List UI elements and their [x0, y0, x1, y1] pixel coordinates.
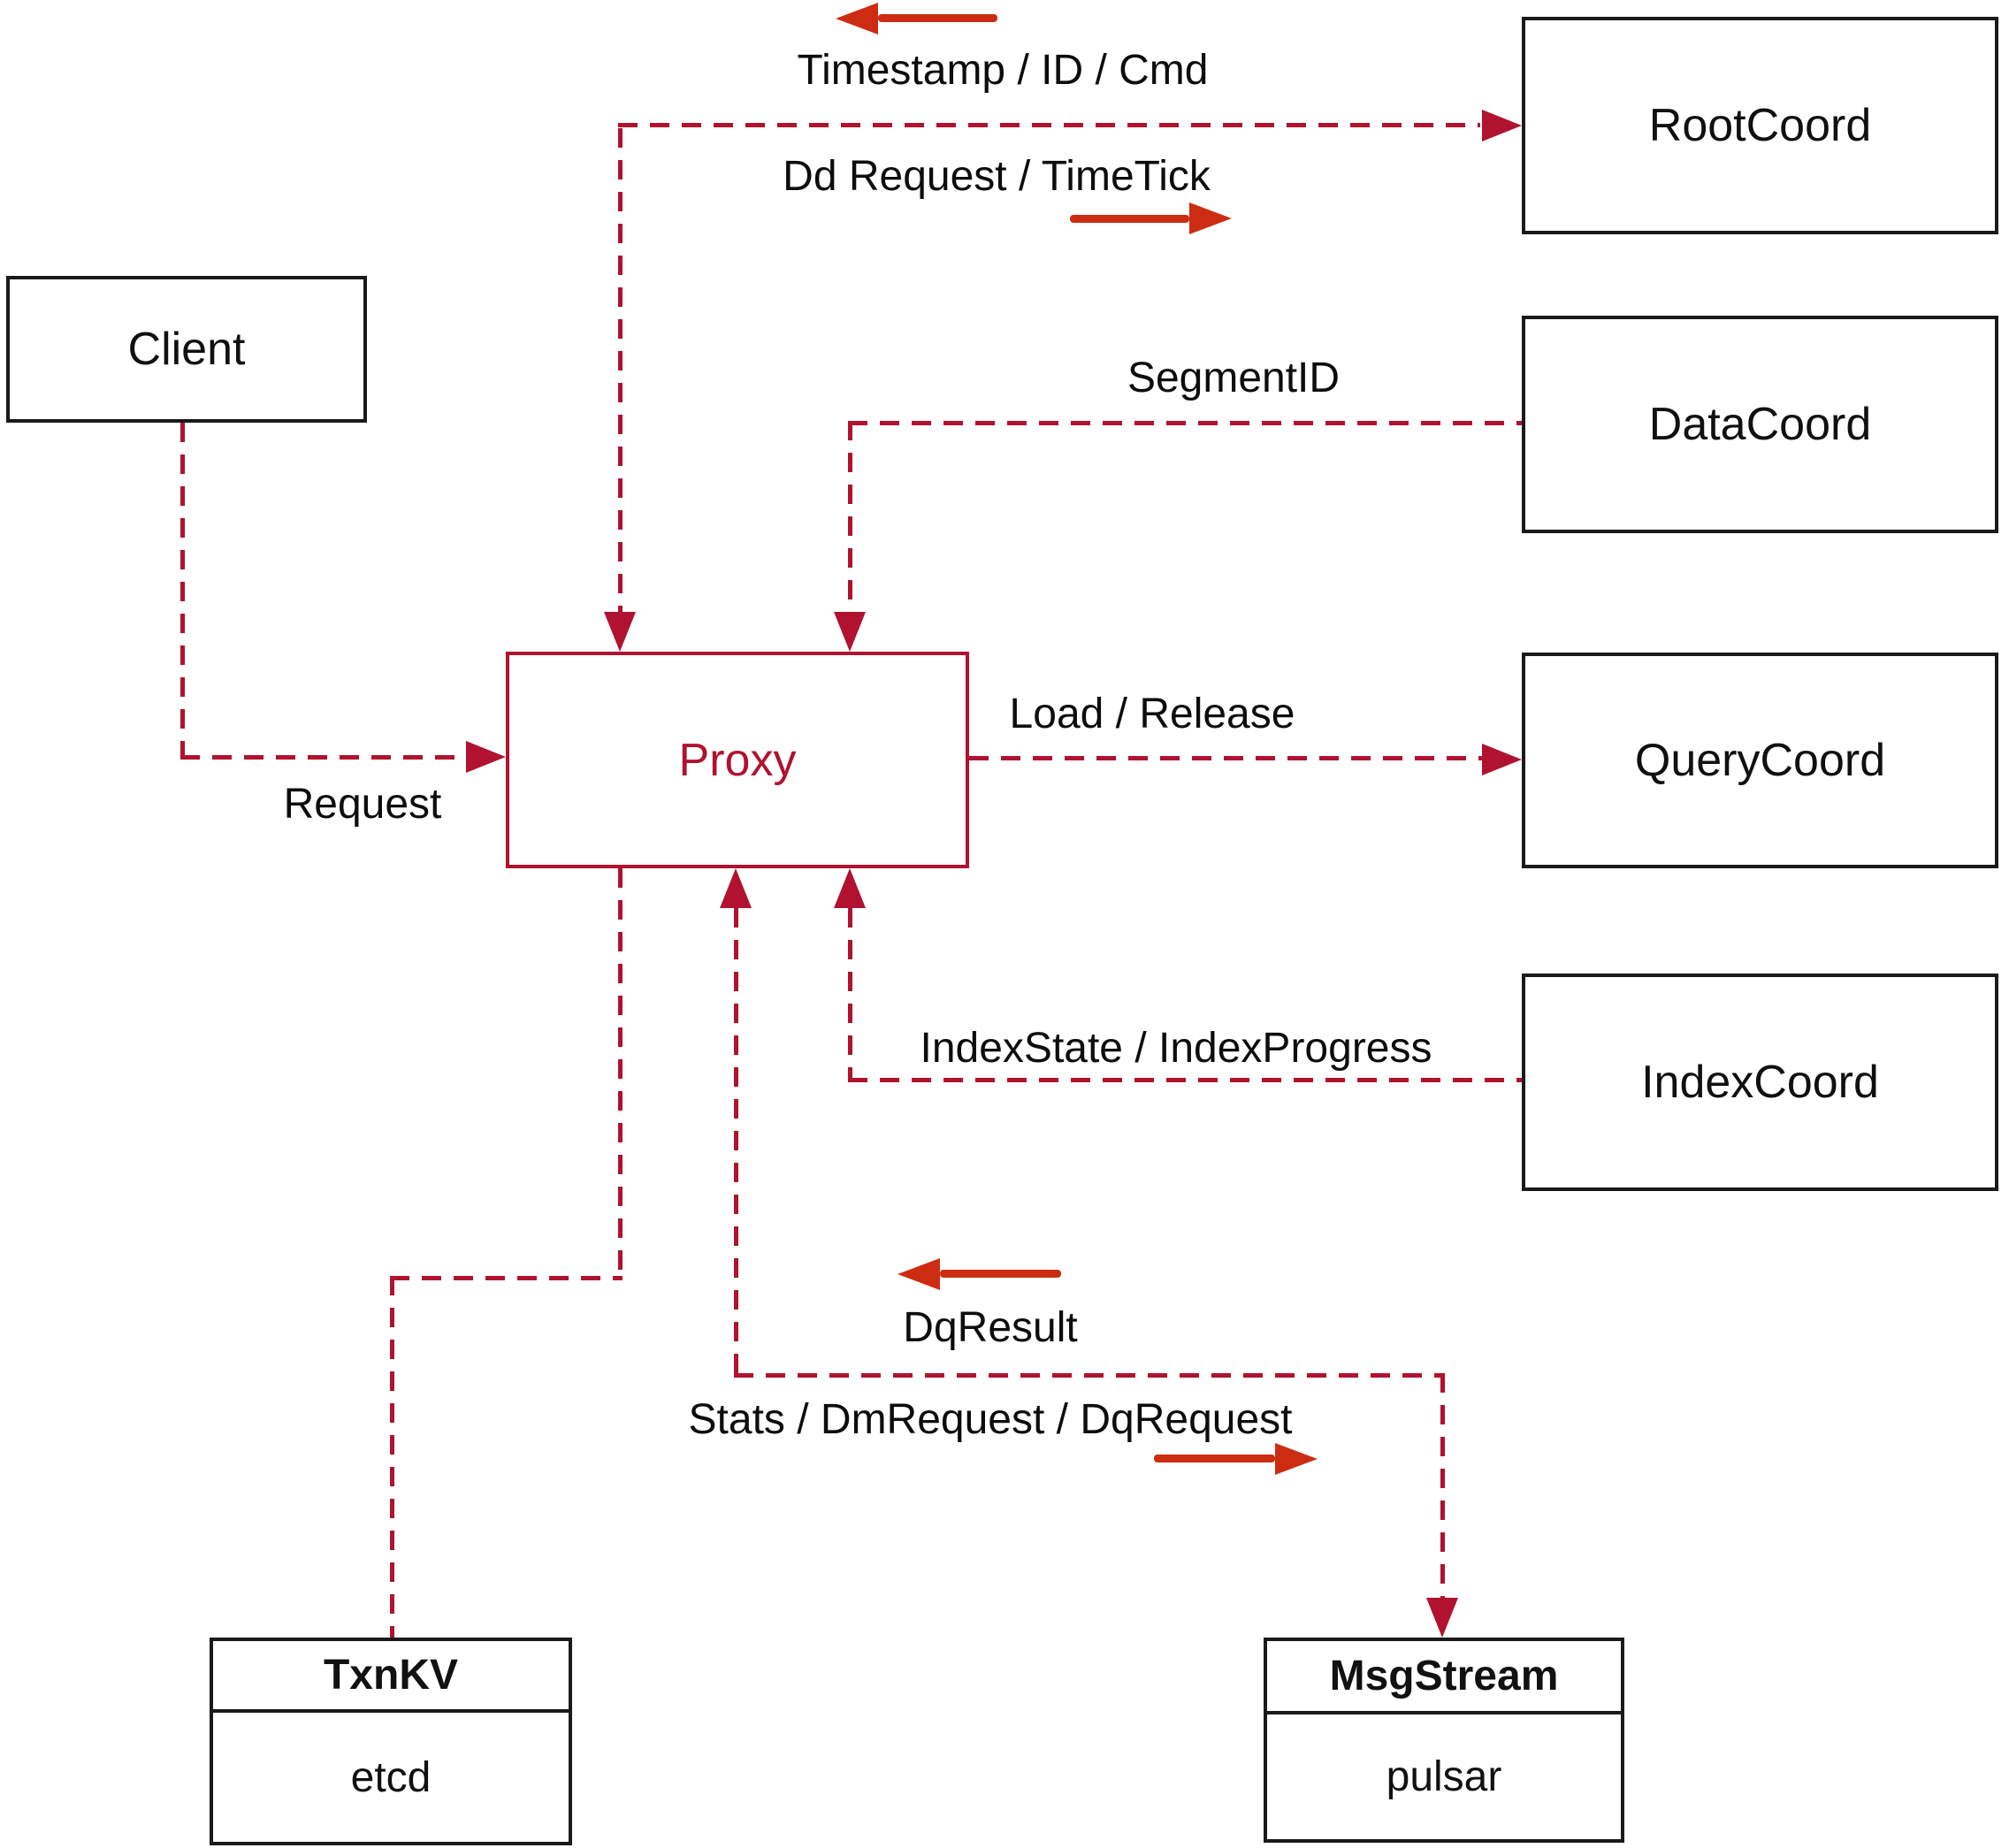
msgstream-subtitle: pulsar — [1386, 1753, 1502, 1800]
edge-proxy-txnkv-horizontal — [390, 1276, 623, 1280]
msgstream-title: MsgStream — [1267, 1641, 1621, 1714]
client-node: Client — [6, 276, 367, 423]
arrowhead-into-proxy-bottom-right-icon — [834, 868, 866, 908]
edge-label-dq-result: DqResult — [903, 1304, 1078, 1351]
arrowhead-into-proxy-top-left-icon — [604, 612, 636, 652]
direction-arrow-right-ddrequest-icon — [1189, 202, 1232, 234]
edge-label-index-state: IndexState / IndexProgress — [920, 1025, 1432, 1072]
direction-arrow-left-timestamp-icon — [836, 3, 878, 34]
arrowhead-into-rootcoord-icon — [1482, 110, 1522, 141]
rootcoord-node: RootCoord — [1522, 17, 1998, 234]
direction-arrow-right-ddrequest-bar — [1070, 215, 1189, 223]
direction-arrow-right-stats-bar — [1154, 1455, 1275, 1462]
edge-proxy-rootcoord-vertical — [618, 128, 623, 619]
edge-indexcoord-proxy-horizontal — [848, 1078, 1522, 1082]
edge-proxy-msgstream-horizontal — [734, 1373, 1444, 1378]
arrowhead-into-msgstream-icon — [1426, 1598, 1458, 1638]
querycoord-node: QueryCoord — [1522, 653, 1998, 868]
edge-label-stats: Stats / DmRequest / DqRequest — [688, 1396, 1293, 1443]
edge-datacoord-proxy-vertical — [848, 421, 852, 612]
edge-client-proxy-vertical — [180, 423, 185, 755]
querycoord-label: QueryCoord — [1634, 735, 1886, 786]
msgstream-node: MsgStream pulsar — [1264, 1638, 1624, 1843]
indexcoord-label: IndexCoord — [1641, 1057, 1879, 1108]
edge-proxy-querycoord — [969, 756, 1482, 760]
edge-datacoord-proxy-horizontal — [848, 421, 1522, 425]
txnkv-title: TxnKV — [213, 1641, 569, 1713]
edge-client-proxy-horizontal — [180, 755, 466, 760]
proxy-label: Proxy — [678, 734, 797, 786]
edge-label-load-release: Load / Release — [1009, 691, 1295, 737]
direction-arrow-right-stats-icon — [1275, 1443, 1318, 1475]
edge-proxy-msgstream-vertical-2 — [1440, 1373, 1445, 1598]
edge-proxy-txnkv-vertical-2 — [390, 1276, 394, 1638]
direction-arrow-left-dqresult-bar — [940, 1270, 1061, 1278]
arrowhead-into-querycoord-icon — [1482, 744, 1522, 775]
edge-label-dd-request: Dd Request / TimeTick — [783, 153, 1211, 200]
edge-label-request: Request — [283, 781, 442, 828]
direction-arrow-left-timestamp-bar — [878, 14, 997, 22]
datacoord-node: DataCoord — [1522, 316, 1998, 533]
txnkv-subtitle: etcd — [350, 1753, 432, 1801]
datacoord-label: DataCoord — [1648, 399, 1872, 450]
edge-proxy-rootcoord-horizontal — [618, 123, 1480, 127]
indexcoord-node: IndexCoord — [1522, 974, 1998, 1191]
rootcoord-label: RootCoord — [1648, 100, 1872, 151]
client-label: Client — [127, 324, 246, 375]
direction-arrow-left-dqresult-icon — [898, 1258, 940, 1290]
edge-label-timestamp: Timestamp / ID / Cmd — [797, 47, 1209, 94]
edge-label-segment-id: SegmentID — [1127, 355, 1341, 401]
edge-indexcoord-proxy-vertical — [848, 908, 852, 1078]
txnkv-node: TxnKV etcd — [210, 1638, 572, 1845]
arrowhead-into-proxy-bottom-left-icon — [720, 868, 752, 908]
arrowhead-into-proxy-left-icon — [466, 741, 506, 773]
arrowhead-into-proxy-top-right-icon — [834, 612, 866, 652]
proxy-node: Proxy — [506, 652, 969, 868]
edge-proxy-txnkv-vertical-1 — [618, 868, 623, 1276]
edge-proxy-msgstream-vertical-1 — [734, 908, 738, 1373]
